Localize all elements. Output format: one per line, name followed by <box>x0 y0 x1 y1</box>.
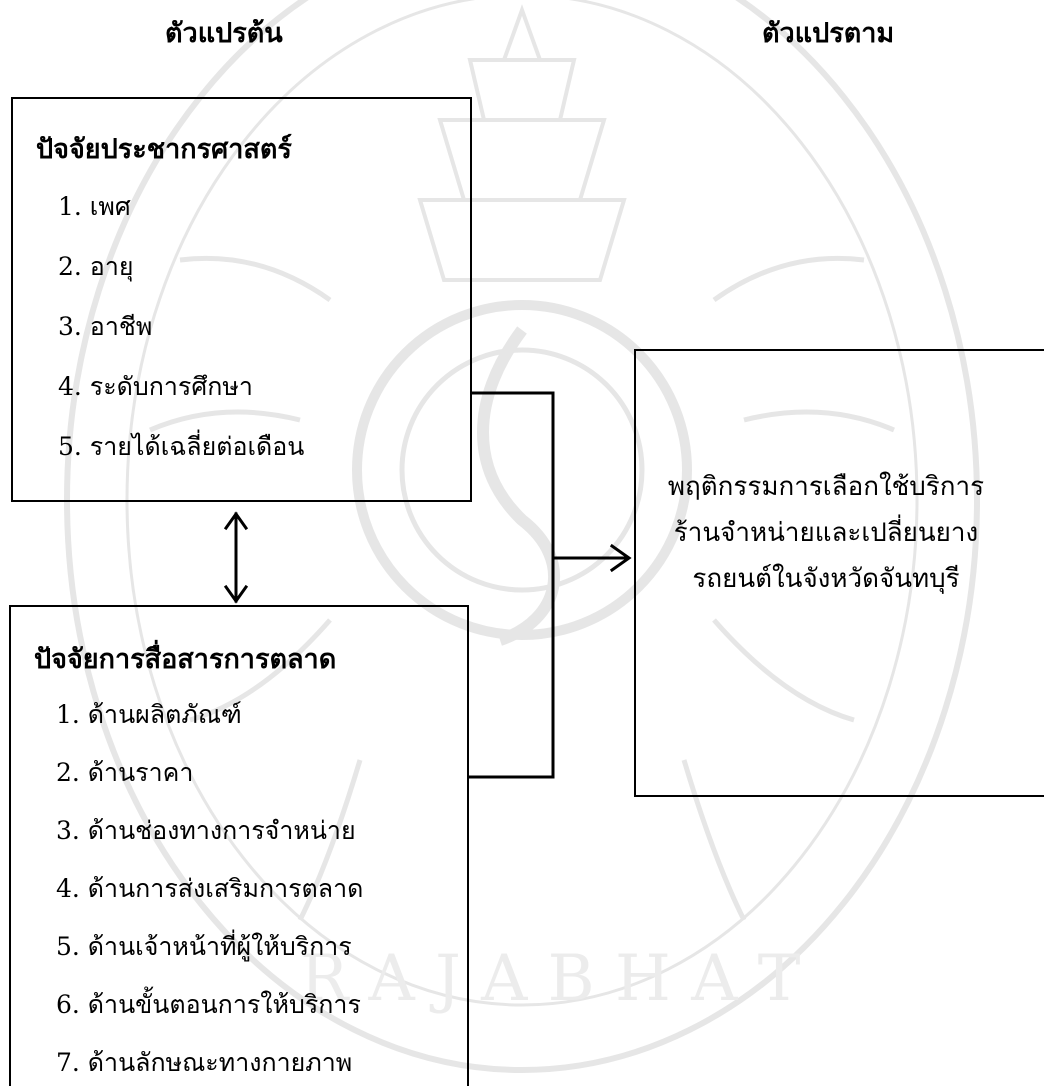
marketing-communication-title: ปัจจัยการสื่อสารการตลาด <box>34 644 337 675</box>
behavior-line: รถยนต์ในจังหวัดจันทบุรี <box>692 564 960 594</box>
demographic-factors-title: ปัจจัยประชากรศาสตร์ <box>36 134 292 165</box>
customer-behavior-box: พฤติกรรมการเลือกใช้บริการ ร้านจำหน่ายและ… <box>634 349 1044 797</box>
marketing-item: 7. ด้านลักษณะทางกายภาพ <box>56 1048 353 1077</box>
independent-variables-heading: ตัวแปรต้น <box>165 18 283 49</box>
marketing-item: 3. ด้านช่องทางการจำหน่าย <box>56 816 356 845</box>
behavior-line: พฤติกรรมการเลือกใช้บริการ <box>667 472 985 502</box>
marketing-communication-factors-box: ปัจจัยการสื่อสารการตลาด 1. ด้านผลิตภัณฑ์… <box>9 605 469 1086</box>
behavior-line: ร้านจำหน่ายและเปลี่ยนยาง <box>673 518 979 548</box>
demographic-factors-box: ปัจจัยประชากรศาสตร์ 1. เพศ 2. อายุ 3. อา… <box>11 97 472 502</box>
marketing-item: 5. ด้านเจ้าหน้าที่ผู้ให้บริการ <box>56 932 352 961</box>
demographic-item: 5. รายได้เฉลี่ยต่อเดือน <box>58 432 305 461</box>
arrow-to-outcome-head <box>609 543 632 573</box>
correlation-arrow-top-head <box>223 511 249 531</box>
demographic-item: 4. ระดับการศึกษา <box>58 372 253 401</box>
dependent-variables-heading: ตัวแปรตาม <box>762 18 895 49</box>
marketing-item: 6. ด้านขั้นตอนการให้บริการ <box>56 990 361 1019</box>
demographic-item: 3. อาชีพ <box>58 312 153 341</box>
demographic-item: 2. อายุ <box>58 252 134 281</box>
marketing-item: 4. ด้านการส่งเสริมการตลาด <box>56 874 364 903</box>
svg-text:R A J A B H A T: R A J A B H A T <box>300 942 801 1016</box>
correlation-arrow-bottom-head <box>223 584 249 604</box>
demographic-item: 1. เพศ <box>58 192 131 221</box>
customer-behavior-text: พฤติกรรมการเลือกใช้บริการ ร้านจำหน่ายและ… <box>636 464 1016 602</box>
marketing-item: 1. ด้านผลิตภัณฑ์ <box>56 700 242 729</box>
marketing-item: 2. ด้านราคา <box>56 758 194 787</box>
